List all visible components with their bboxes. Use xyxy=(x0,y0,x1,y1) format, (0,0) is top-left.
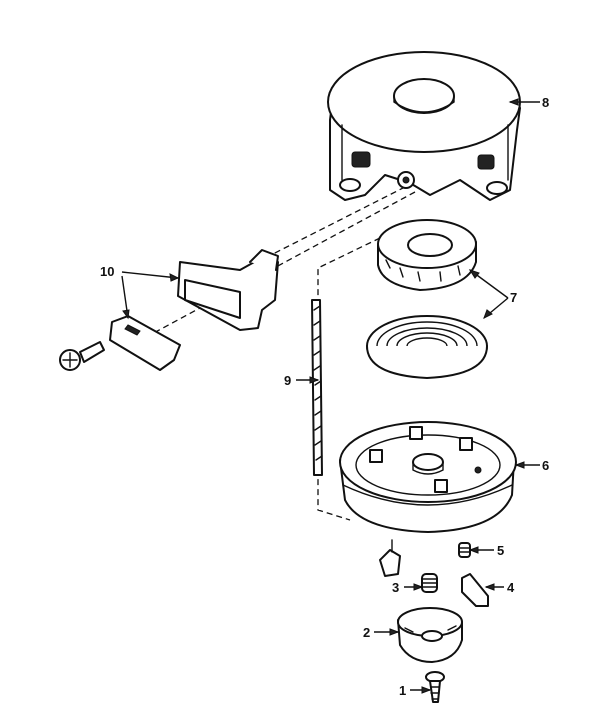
assembly-guide-lines xyxy=(149,186,416,521)
callout-3: 3 xyxy=(392,580,399,595)
callout-1: 1 xyxy=(399,683,406,698)
handle-clip-part-10 xyxy=(109,315,181,371)
spring-part-5 xyxy=(458,542,471,558)
starter-housing-part-8 xyxy=(327,51,521,201)
handle-screw xyxy=(59,341,105,371)
screw-part-1 xyxy=(425,671,445,703)
callout-6: 6 xyxy=(542,458,549,473)
recoil-spring-part-7 xyxy=(366,315,488,379)
rope-handle-part-10 xyxy=(177,249,279,331)
callout-2: 2 xyxy=(363,625,370,640)
callout-4: 4 xyxy=(507,580,515,595)
callout-8: 8 xyxy=(542,95,549,110)
starter-pulley-part-6 xyxy=(339,421,517,533)
callout-7: 7 xyxy=(510,290,517,305)
pawl-part-small xyxy=(379,539,401,577)
spring-cover-part-7 xyxy=(377,219,477,291)
starter-rope-part-9 xyxy=(311,299,323,476)
callout-10: 10 xyxy=(100,264,114,279)
callout-9: 9 xyxy=(284,373,291,388)
retainer-part-2 xyxy=(397,607,463,663)
callout-5: 5 xyxy=(497,543,504,558)
pawl-part-4 xyxy=(461,573,489,607)
spring-part-3 xyxy=(421,573,438,593)
leader-lines xyxy=(121,98,540,694)
